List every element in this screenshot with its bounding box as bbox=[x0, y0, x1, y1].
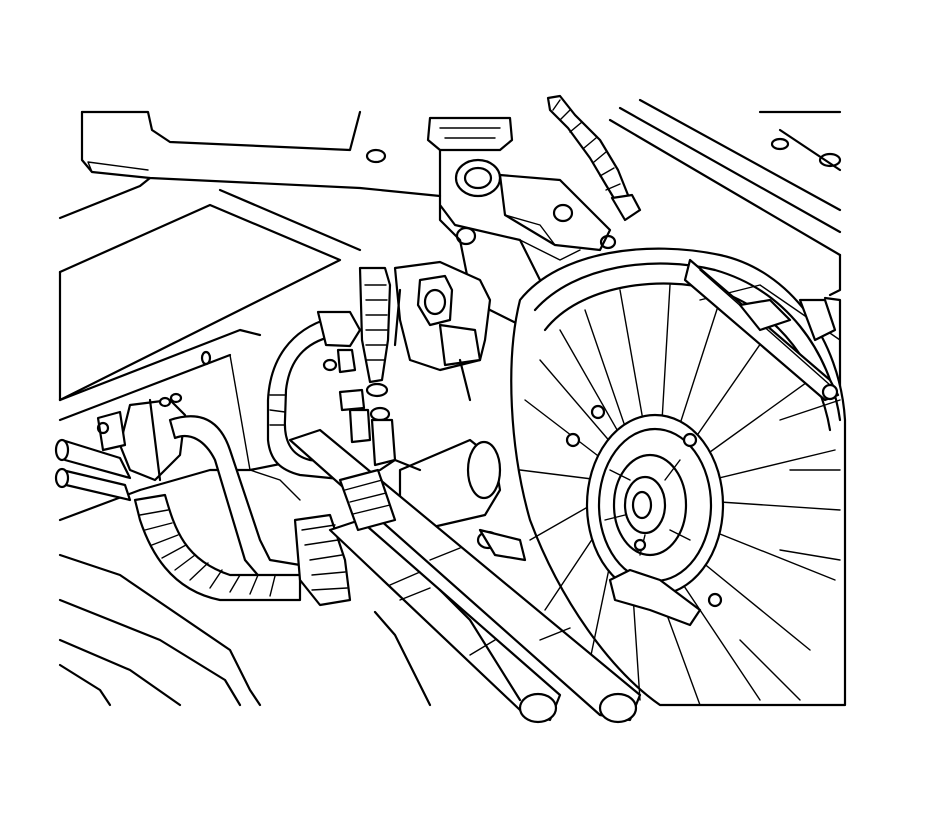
engine-compartment-body bbox=[58, 98, 842, 707]
cooling-fan-assembly bbox=[510, 247, 847, 707]
ac-refrigerant-hoses bbox=[54, 310, 642, 724]
wiring-harness bbox=[546, 94, 642, 222]
accumulator-canister bbox=[322, 260, 527, 602]
hose-fittings bbox=[158, 348, 372, 444]
